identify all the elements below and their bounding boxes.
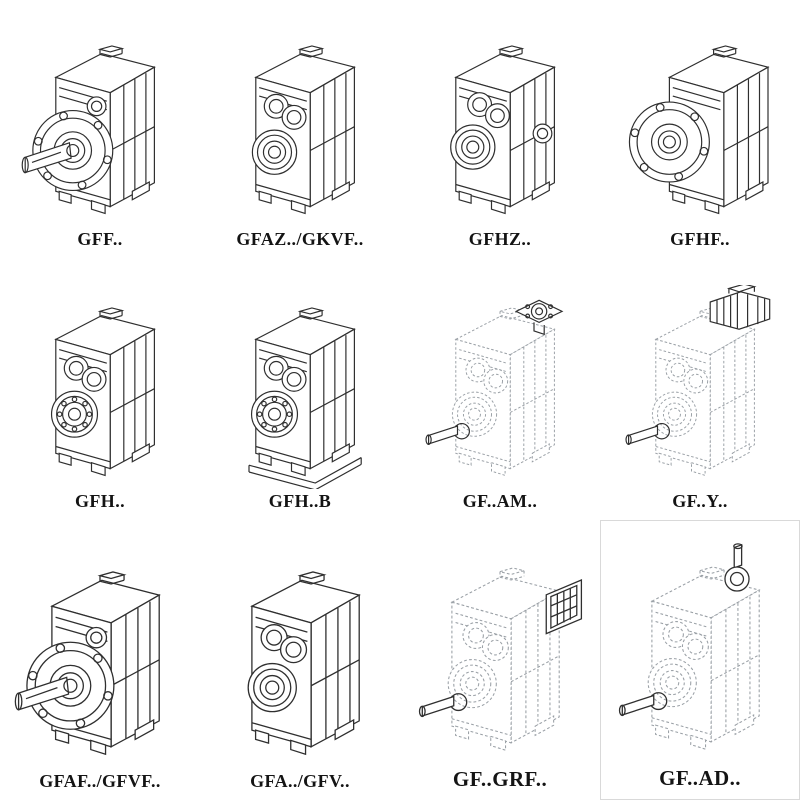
gearbox-drawing-input-adapter (618, 543, 760, 750)
gearbox-drawing-flange-hollow (628, 45, 769, 214)
model-label: GF..Y.. (672, 491, 728, 511)
gearbox-drawing-iec-adapter (425, 299, 563, 476)
model-label: GFH..B (268, 491, 332, 511)
gearbox-drawing-hollow-bore (247, 571, 360, 755)
model-label: GF..AD.. (659, 766, 741, 790)
model-label: GF..AM.. (462, 491, 538, 511)
catalog-cell-gfhf: GFHF.. (600, 0, 800, 258)
model-label: GFHF.. (670, 229, 730, 249)
catalog-cell-gff: GFF.. (0, 0, 200, 258)
model-label: GFHZ.. (468, 229, 532, 249)
catalog-cell-gfad: GF..AD.. (600, 520, 800, 800)
baseplate-thickness-line (248, 457, 362, 489)
baseplate-line (248, 457, 362, 484)
gearbox-drawing-with-cover (418, 567, 583, 751)
model-label: GFAZ../GKVF.. (236, 229, 364, 249)
model-label: GFH.. (75, 491, 125, 511)
catalog-cell-gfy: GF..Y.. (600, 258, 800, 520)
catalog-cell-gfhz: GFHZ.. (400, 0, 600, 258)
catalog-cell-gfa: GFA../GFV.. (200, 520, 400, 800)
model-label: GFAF../GFVF.. (39, 771, 161, 791)
gearbox-drawing-flange-output (14, 571, 160, 755)
model-label: GF..GRF.. (452, 767, 548, 791)
gearbox-drawing-hollow-shaft (450, 45, 555, 214)
gearbox-drawing-foot-mounted (50, 307, 155, 476)
catalog-cell-gfh: GFH.. (0, 258, 200, 520)
catalog-cell-gfgrf: GF..GRF.. (400, 520, 600, 800)
model-label: GFF.. (77, 229, 123, 249)
gearbox-drawing-flange-output (21, 45, 155, 214)
catalog-cell-gfhb: GFH..B (200, 258, 400, 520)
model-label: GFA../GFV.. (250, 771, 350, 791)
gearbox-drawing-with-motor (625, 285, 771, 476)
gearbox-drawing-hollow-bore (251, 45, 355, 214)
catalog-cell-gfam: GF..AM.. (400, 258, 600, 520)
catalog-cell-gfaf: GFAF../GFVF.. (0, 520, 200, 800)
catalog-cell-gfaz: GFAZ../GKVF.. (200, 0, 400, 258)
gearbox-drawing-foot-baseplate (248, 307, 362, 489)
